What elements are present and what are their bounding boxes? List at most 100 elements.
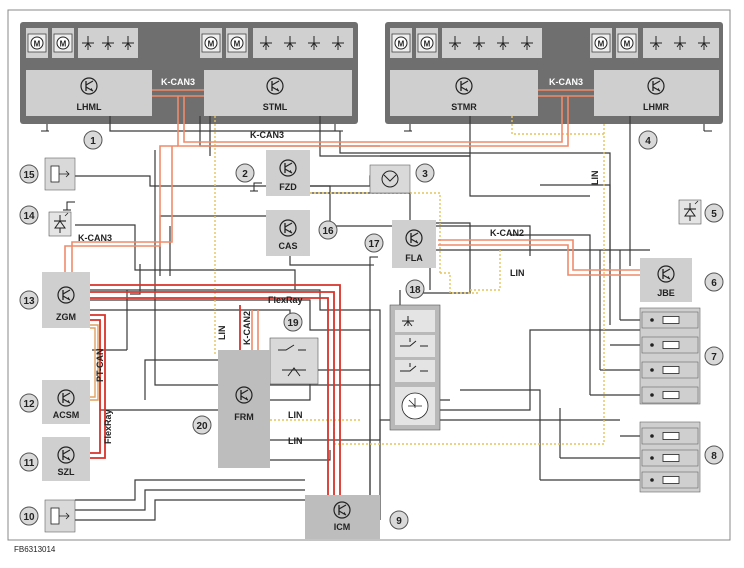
- kcan2-label: K-CAN2: [242, 311, 252, 345]
- svg-text:11: 11: [24, 458, 35, 469]
- jbe-module: JBE: [640, 258, 692, 302]
- svg-text:19: 19: [287, 318, 299, 329]
- svg-text:15: 15: [23, 170, 35, 181]
- callout-badge: 12: [19, 393, 39, 413]
- svg-text:5: 5: [711, 209, 717, 220]
- lin-label: LIN: [510, 268, 525, 278]
- icm-label: ICM: [334, 522, 351, 532]
- callout-badge: 8: [704, 445, 724, 465]
- stmr-label: STMR: [451, 102, 477, 112]
- lin-label: LIN: [288, 436, 303, 446]
- zgm-label: ZGM: [56, 312, 76, 322]
- callout-badge: 7: [704, 346, 724, 366]
- switch-icon: [400, 363, 428, 372]
- svg-text:M: M: [424, 40, 431, 49]
- callout-badge: 19: [283, 312, 303, 332]
- svg-text:9: 9: [396, 516, 402, 527]
- acsm-label: ACSM: [53, 410, 80, 420]
- fzd-module: FZD: [266, 150, 310, 196]
- callout-badge: 1: [83, 130, 103, 150]
- figure-code: FB6313014: [14, 545, 56, 554]
- lin-bus: [214, 116, 605, 445]
- switch-block-18: [389, 304, 441, 431]
- callout-badge: 13: [19, 290, 39, 310]
- heater-icon: [82, 36, 344, 50]
- callout-badge: 14: [19, 205, 39, 225]
- callout-badge: 2: [235, 163, 255, 183]
- jbe-label: JBE: [657, 288, 675, 298]
- diode-icon: [678, 199, 702, 225]
- relay-19: [269, 337, 319, 385]
- cas-module: CAS: [266, 210, 310, 256]
- led-icon: [402, 316, 414, 327]
- svg-text:M: M: [398, 40, 405, 49]
- fla-module: FLA: [392, 220, 436, 268]
- icm-module: ICM: [305, 495, 380, 539]
- motor-icon: M: [591, 33, 611, 53]
- fuse-icon: [641, 386, 699, 404]
- svg-text:M: M: [34, 40, 41, 49]
- callout-badge: 10: [19, 506, 39, 526]
- svg-text:18: 18: [409, 285, 421, 296]
- callout-badge: 5: [704, 203, 724, 223]
- svg-text:4: 4: [645, 136, 651, 147]
- kcan3-label: K-CAN3: [250, 130, 284, 140]
- svg-text:1: 1: [90, 136, 96, 147]
- szl-label: SZL: [58, 467, 76, 477]
- callout-badge: 4: [638, 130, 658, 150]
- frm-label: FRM: [234, 412, 254, 422]
- svg-text:7: 7: [711, 352, 717, 363]
- motor-icon: M: [53, 33, 73, 53]
- callout-badge: 18: [405, 279, 425, 299]
- svg-text:20: 20: [196, 421, 208, 432]
- svg-text:M: M: [60, 40, 67, 49]
- fla-label: FLA: [405, 253, 423, 263]
- fuse-icon: [641, 361, 699, 379]
- sensor-10: [44, 499, 76, 533]
- callout-badge: 16: [318, 220, 338, 240]
- fuse-icon: [641, 311, 699, 329]
- motor-icon: M: [417, 33, 437, 53]
- callout-badge: 3: [415, 163, 435, 183]
- motor-icon: M: [201, 33, 221, 53]
- signal-wires: [75, 116, 650, 521]
- cas-label: CAS: [278, 241, 297, 251]
- zgm-module: ZGM: [42, 272, 90, 328]
- pt-can-bus: [90, 324, 99, 401]
- pt-can-label: PT-CAN: [95, 349, 105, 383]
- svg-text:M: M: [598, 40, 605, 49]
- fuse-icon: [641, 427, 699, 445]
- diode-icon: [48, 211, 72, 237]
- left-mirror-panel: M M M M LHML STML K-CAN3: [20, 22, 358, 124]
- lin-label: LIN: [590, 171, 600, 186]
- sensor-3: [369, 164, 411, 194]
- svg-text:2: 2: [242, 169, 248, 180]
- frm-module: FRM: [218, 350, 270, 468]
- flexray-bus: [90, 284, 341, 505]
- svg-text:10: 10: [23, 512, 35, 523]
- callout-badge: 11: [19, 452, 39, 472]
- lhml-label: LHML: [77, 102, 102, 112]
- acsm-module: ACSM: [42, 380, 90, 424]
- svg-text:6: 6: [711, 278, 717, 289]
- motor-icon: M: [391, 33, 411, 53]
- kcan2-label: K-CAN2: [490, 228, 524, 238]
- lhmr-label: LHMR: [643, 102, 669, 112]
- callout-badge: 6: [704, 272, 724, 292]
- svg-text:M: M: [208, 40, 215, 49]
- heater-icon: [449, 36, 710, 50]
- kcan3-label: K-CAN3: [549, 77, 583, 87]
- switch-icon: [400, 338, 428, 347]
- callouts: 1 2 3 4 5 6 7 8 9 10 11 12 13 14 15 16 1…: [19, 130, 724, 530]
- callout-badge: 17: [364, 233, 384, 253]
- svg-text:17: 17: [368, 239, 380, 250]
- fuse-block-7: [639, 307, 701, 405]
- svg-text:12: 12: [23, 399, 35, 410]
- flexray-label: FlexRay: [103, 409, 113, 444]
- flexray-label: FlexRay: [268, 295, 303, 305]
- lin-label: LIN: [288, 410, 303, 420]
- fuse-icon: [641, 471, 699, 489]
- stml-label: STML: [263, 102, 288, 112]
